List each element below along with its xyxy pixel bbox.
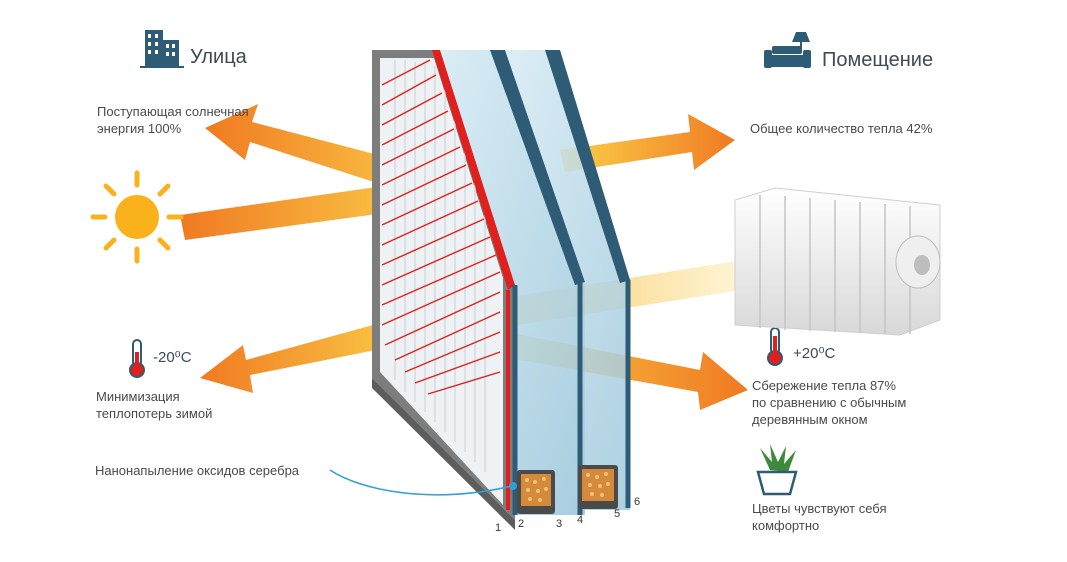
sofa-lamp-icon	[764, 32, 811, 68]
surface-number: 5	[614, 508, 621, 520]
winter-loss-arrow	[200, 312, 426, 393]
inside-temp: +20⁰С	[793, 345, 836, 362]
surface-number: 2	[518, 518, 525, 530]
street-title: Улица	[190, 46, 247, 68]
surface-number: 4	[577, 514, 584, 526]
flowers-label: Цветы чувствуют себя комфортно	[752, 501, 887, 533]
potted-plant-icon	[756, 444, 798, 496]
heat-saving-label: Сбережение тепла 87% по сравнению с обыч…	[752, 378, 907, 427]
coating-label: Нанонапыление оксидов серебра	[95, 463, 300, 478]
radiator-icon	[734, 187, 941, 336]
sun-icon	[90, 170, 184, 264]
total-heat-arrow	[560, 114, 735, 172]
room-title: Помещение	[822, 49, 934, 71]
inside-thermometer-icon	[767, 327, 783, 366]
surface-number: 1	[495, 522, 502, 534]
surface-number: 3	[556, 518, 563, 530]
total-heat-label: Общее количество тепла 42%	[750, 121, 933, 136]
coating-callout-line	[329, 469, 513, 496]
building-icon	[140, 30, 184, 68]
incoming-solar-label: Поступающая солнечная энергия 100%	[97, 104, 249, 136]
spacer-1	[517, 470, 555, 514]
spacer-2	[578, 465, 618, 509]
surface-number: 6	[634, 496, 641, 508]
window-unit	[372, 50, 631, 530]
outside-thermometer-icon	[129, 339, 145, 378]
winter-loss-label: Минимизация теплопотерь зимой	[96, 389, 213, 421]
outside-temp: -20⁰С	[153, 349, 192, 366]
